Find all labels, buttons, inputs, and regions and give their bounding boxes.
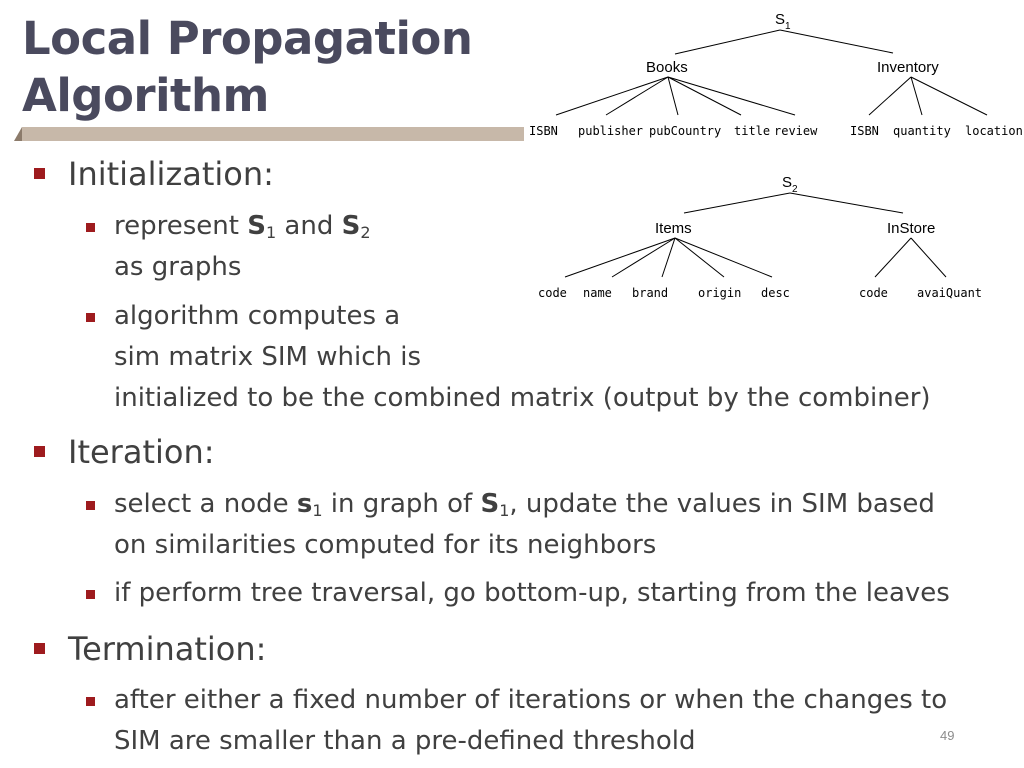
- heading-iteration: Iteration:: [68, 433, 215, 471]
- tree-s1-leaf-isbn: ISBN: [529, 124, 558, 138]
- tree-s1: S1 Books Inventory ISBN publisher pubCou…: [529, 11, 1023, 138]
- tree-s2-leaf-origin: origin: [698, 286, 741, 300]
- title-divider: [14, 127, 524, 141]
- tree-s1-leaf-publisher: publisher: [578, 124, 643, 138]
- tree-s1-leaf-pubcountry: pubCountry: [649, 124, 721, 138]
- tree-s1-leaf-quantity: quantity: [893, 124, 951, 138]
- term-item-threshold: after either a fixed number of iteration…: [114, 685, 948, 756]
- divider-bar: [22, 127, 524, 141]
- iter-item-traversal: if perform tree traversal, go bottom-up,…: [114, 578, 950, 608]
- title-line-1: Local Propagation: [22, 12, 473, 65]
- slide-title: Local Propagation Algorithm: [22, 10, 473, 124]
- bullet-marker: [86, 313, 95, 322]
- tree-s1-node-inventory: Inventory: [877, 59, 939, 76]
- tree-s2: S2 Items InStore code name brand origin …: [538, 174, 982, 300]
- tree-s1-leaf-isbn-2: ISBN: [850, 124, 879, 138]
- tree-s2-leaf-name: name: [583, 286, 612, 300]
- tree-s2-leaf-avaiquant: avaiQuant: [917, 286, 982, 300]
- tree-s2-leaf-code-2: code: [859, 286, 888, 300]
- iter-item-select-node: select a node s1 in graph of S1, update …: [114, 489, 935, 560]
- title-line-2: Algorithm: [22, 69, 269, 122]
- bullet-marker: [86, 501, 95, 510]
- bullet-marker: [34, 446, 45, 457]
- bullet-marker: [34, 643, 45, 654]
- divider-wedge: [14, 127, 22, 141]
- tree-s2-leaf-brand: brand: [632, 286, 668, 300]
- tree-s1-node-books: Books: [646, 59, 688, 76]
- tree-s1-leaf-title: title: [734, 124, 770, 138]
- bullet-marker: [86, 590, 95, 599]
- schema-trees-diagram: S1 Books Inventory ISBN publisher pubCou…: [529, 11, 1023, 300]
- tree-s1-leaf-review: review: [774, 124, 818, 138]
- page-number: 49: [940, 728, 955, 743]
- heading-termination: Termination:: [68, 630, 267, 668]
- tree-s2-node-items: Items: [655, 220, 692, 237]
- tree-s2-node-instore: InStore: [887, 220, 935, 237]
- tree-s1-root: S1: [775, 11, 791, 32]
- tree-s2-root: S2: [782, 174, 798, 195]
- tree-s2-leaf-desc: desc: [761, 286, 790, 300]
- tree-s2-leaf-code: code: [538, 286, 567, 300]
- tree-s1-leaf-location: location: [965, 124, 1023, 138]
- bullet-marker: [86, 697, 95, 706]
